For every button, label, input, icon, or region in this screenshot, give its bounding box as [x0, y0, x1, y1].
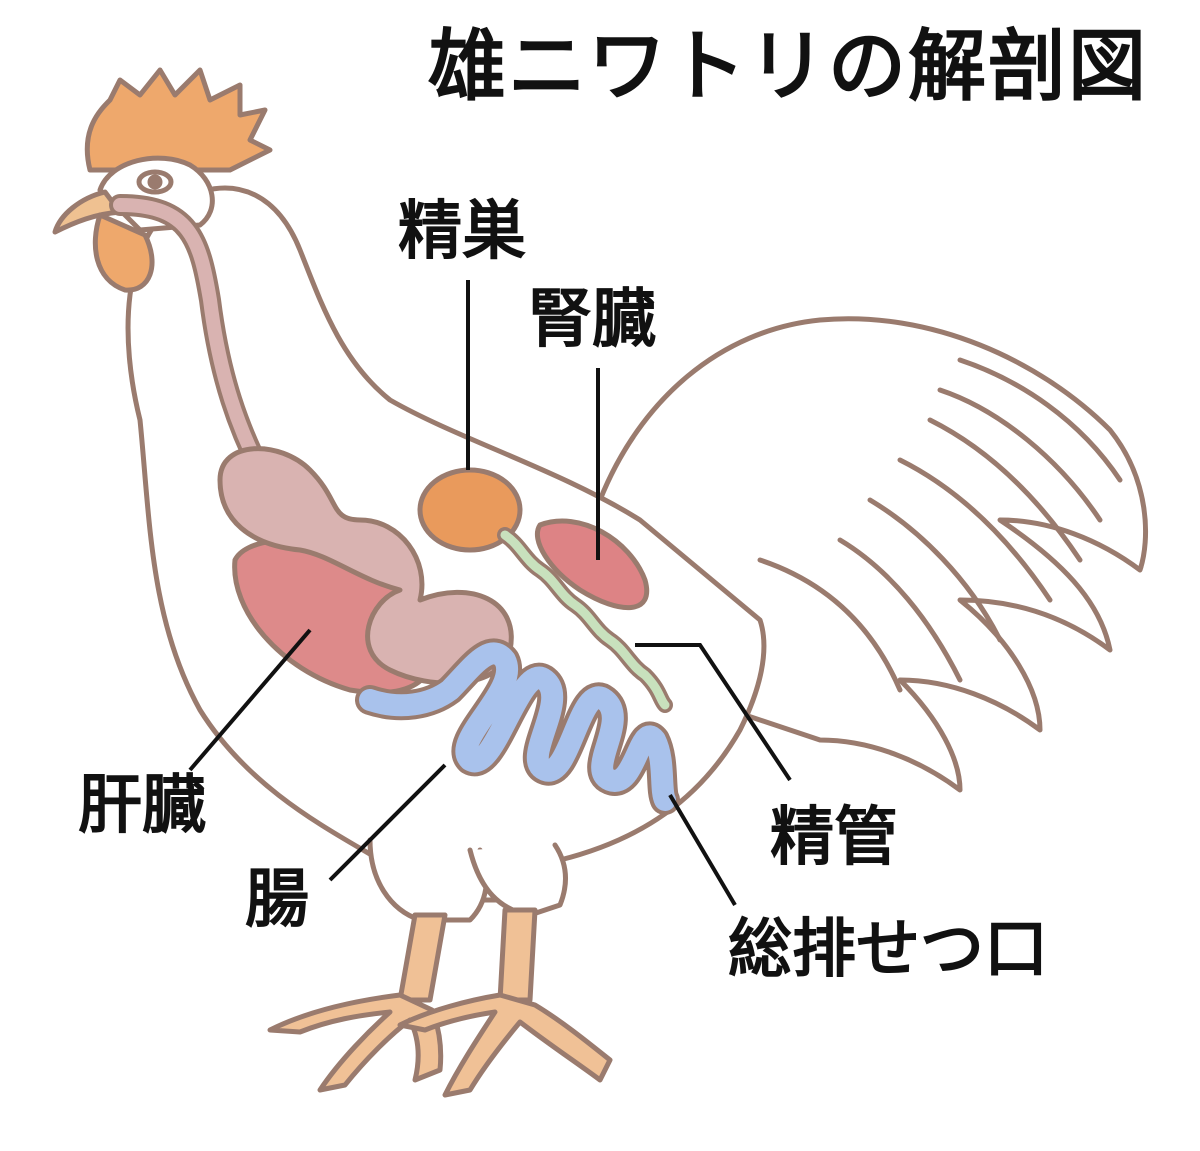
beak	[52, 189, 123, 235]
label-liver: 肝臓	[78, 769, 206, 843]
leader-line-intestine	[328, 763, 447, 882]
tail-feather-line	[897, 457, 1053, 603]
tail-feather-line	[837, 537, 963, 683]
eye-pupil	[147, 174, 163, 190]
intestine-inner	[359, 642, 676, 811]
leader-line-liver	[188, 628, 312, 772]
leader-line-vas-deferens	[635, 643, 792, 782]
tail-feather-line	[957, 357, 1123, 483]
esophagus-inner	[113, 198, 267, 477]
leader-line-cloaca	[668, 793, 737, 907]
tail-feather-line	[927, 417, 1083, 563]
foot-right	[397, 992, 613, 1098]
page-title: 雄ニワトリの解剖図	[428, 22, 1149, 112]
thigh-right	[467, 842, 568, 918]
tail-feather-line	[757, 557, 903, 693]
comb	[84, 67, 273, 173]
vas-deferens-inner	[500, 530, 670, 710]
label-intestine: 腸	[245, 863, 309, 937]
tail-feather-line	[937, 387, 1103, 523]
label-vas-deferens: 精管	[770, 801, 898, 875]
foot-left	[267, 992, 444, 1093]
label-cloaca: 総排せつ口	[728, 913, 1048, 987]
label-kidney: 腎臓	[528, 283, 656, 357]
leg-left	[397, 912, 448, 1003]
wattle	[92, 212, 155, 293]
tail-feather-line	[867, 497, 1003, 643]
label-testis: 精巣	[398, 195, 526, 269]
leg-right	[497, 907, 538, 1003]
